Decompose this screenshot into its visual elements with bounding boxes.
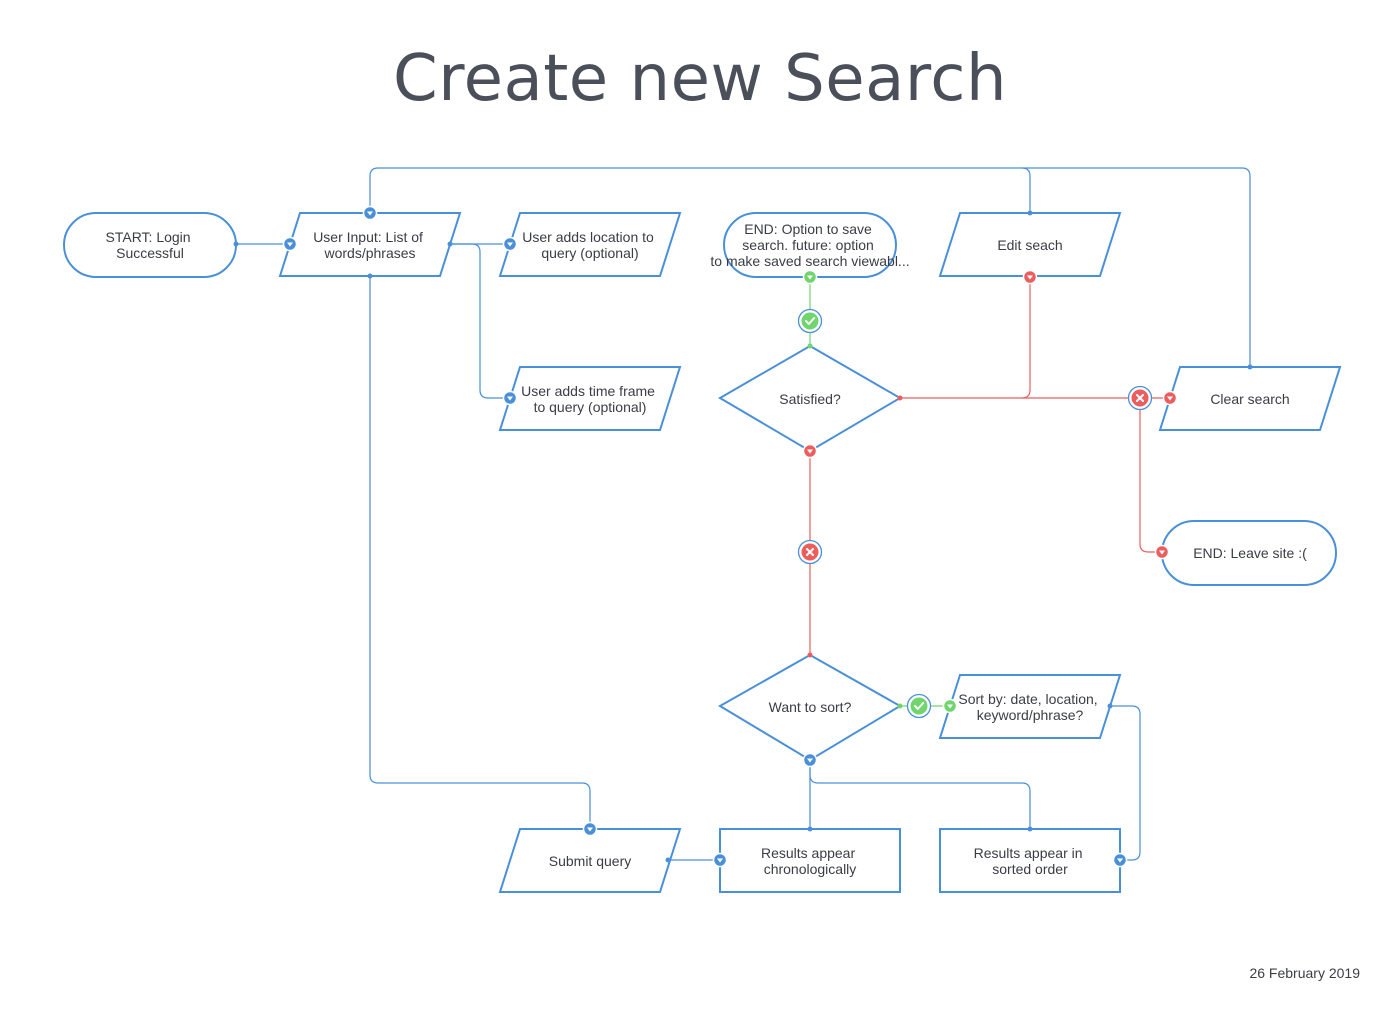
arrow-down-icon	[802, 269, 818, 285]
connection-points	[233, 210, 1253, 863]
label-line: to query (optional)	[534, 399, 647, 415]
label-line: User Input: List of	[313, 229, 423, 245]
check-icon	[906, 693, 932, 719]
diagram-title: Create new Search	[393, 42, 1007, 116]
label-line: Clear search	[1210, 391, 1289, 407]
label-line: START: Login	[106, 229, 191, 245]
diagram-date: 26 February 2019	[1249, 965, 1360, 981]
label-edit-search: Edit seach	[997, 237, 1062, 253]
shapes	[63, 212, 1342, 893]
connector-dot	[807, 652, 813, 658]
connector-dot	[367, 273, 373, 279]
label-line: Successful	[116, 245, 184, 261]
label-line: Submit query	[549, 853, 631, 869]
connector-dot	[897, 395, 903, 401]
decision-badges	[797, 308, 1153, 719]
arrow-down-icon	[1112, 852, 1128, 868]
label-line: search. future: option	[742, 237, 874, 253]
connector-dot	[897, 703, 903, 709]
cross-icon	[1127, 385, 1153, 411]
label-line: Satisfied?	[779, 391, 841, 407]
label-end-save: END: Option to save search. future: opti…	[710, 221, 909, 269]
label-line: query (optional)	[541, 245, 638, 261]
edge-loop-edit	[1021, 167, 1031, 213]
label-line: Sort by: date, location,	[958, 691, 1097, 707]
check-icon	[797, 308, 823, 334]
connector-dot	[1027, 210, 1033, 216]
arrow-down-icon	[1022, 269, 1038, 285]
edge-sort-to-sorted	[809, 760, 1031, 829]
connector-dot	[665, 857, 671, 863]
arrow-markers	[282, 205, 1178, 868]
label-line: END: Leave site :(	[1193, 545, 1307, 561]
connector-dot	[447, 241, 453, 247]
arrow-down-icon	[502, 236, 518, 252]
edge-no-to-leave	[1139, 398, 1162, 553]
node-results-chrono	[719, 828, 901, 893]
arrow-down-icon	[282, 236, 298, 252]
arrow-down-icon	[712, 852, 728, 868]
label-want-sort: Want to sort?	[769, 699, 852, 715]
label-line: User adds time frame	[521, 383, 655, 399]
node-add-location	[498, 212, 682, 277]
node-edit-search	[938, 212, 1122, 277]
node-clear-search	[1158, 366, 1342, 431]
label-satisfied: Satisfied?	[779, 391, 841, 407]
label-line: User adds location to	[522, 229, 654, 245]
label-line: to make saved search viewabl...	[710, 253, 909, 269]
label-line: Edit seach	[997, 237, 1062, 253]
label-results-chrono: Results appear chronologically	[761, 845, 859, 877]
label-line: END: Option to save	[744, 221, 872, 237]
label-line: Results appear	[761, 845, 856, 861]
arrow-down-icon	[582, 821, 598, 837]
arrow-down-icon	[1154, 544, 1170, 560]
label-end-leave: END: Leave site :(	[1193, 545, 1307, 561]
connector-dot	[1247, 364, 1253, 370]
edge-input-to-timeframe	[450, 243, 510, 399]
label-clear-search: Clear search	[1210, 391, 1289, 407]
node-user-input	[278, 212, 462, 277]
edge-sortby-to-sorted	[1110, 705, 1141, 861]
arrow-down-icon	[802, 443, 818, 459]
label-results-sorted: Results appear in sorted order	[974, 845, 1087, 877]
label-start: START: Login Successful	[106, 229, 195, 261]
label-add-location: User adds location to query (optional)	[522, 229, 657, 261]
node-submit-query	[498, 828, 682, 893]
connector-dot	[807, 826, 813, 832]
cross-icon	[797, 539, 823, 565]
label-line: keyword/phrase?	[977, 707, 1084, 723]
node-sort-by	[938, 674, 1122, 739]
node-results-sorted	[939, 828, 1121, 893]
node-labels: START: Login Successful User Input: List…	[106, 221, 1308, 877]
label-line: Want to sort?	[769, 699, 852, 715]
connector-dot	[1027, 826, 1033, 832]
arrow-down-icon	[362, 205, 378, 221]
edge-loop-top	[369, 167, 1251, 367]
connector-dot	[233, 241, 239, 247]
label-line: words/phrases	[323, 245, 415, 261]
label-line: chronologically	[764, 861, 857, 877]
label-sort-by: Sort by: date, location, keyword/phrase?	[958, 691, 1101, 723]
arrow-down-icon	[1162, 390, 1178, 406]
label-user-input: User Input: List of words/phrases	[313, 229, 427, 261]
label-add-timeframe: User adds time frame to query (optional)	[521, 383, 659, 415]
connector-dot	[807, 343, 813, 349]
edge-satisfied-to-edit	[1021, 277, 1031, 399]
arrow-down-icon	[802, 752, 818, 768]
connector-dot	[1107, 703, 1113, 709]
node-add-timeframe	[498, 366, 682, 431]
edge-input-to-submit	[369, 276, 591, 829]
arrow-down-icon	[942, 698, 958, 714]
arrow-down-icon	[502, 390, 518, 406]
label-submit-query: Submit query	[549, 853, 631, 869]
label-line: Results appear in	[974, 845, 1083, 861]
label-line: sorted order	[992, 861, 1068, 877]
